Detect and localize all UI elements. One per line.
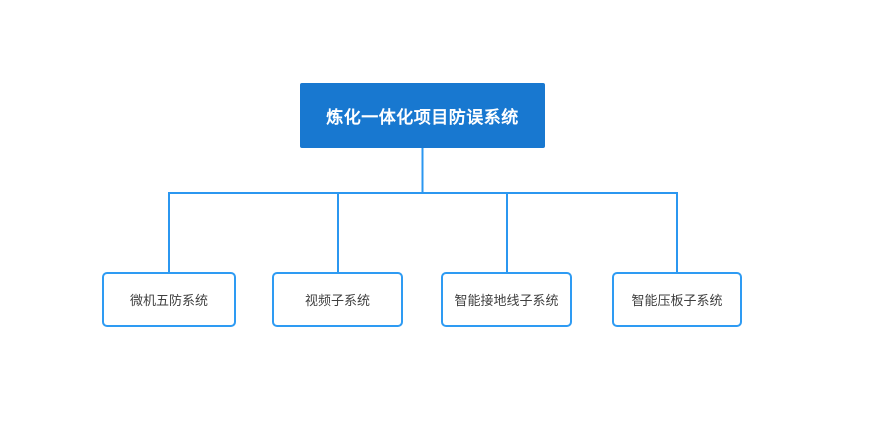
child-node-smart-grounding-wire-subsystem[interactable]: 智能接地线子系统 bbox=[441, 272, 572, 327]
child-node-label: 智能接地线子系统 bbox=[454, 293, 559, 308]
child-node-video-subsystem[interactable]: 视频子系统 bbox=[272, 272, 403, 327]
root-node-label: 炼化一体化项目防误系统 bbox=[326, 108, 519, 127]
child-node-smart-pressure-plate-subsystem[interactable]: 智能压板子系统 bbox=[612, 272, 742, 327]
root-node-error-prevention-system[interactable]: 炼化一体化项目防误系统 bbox=[300, 83, 545, 148]
child-node-label: 视频子系统 bbox=[304, 293, 370, 308]
child-node-microcomputer-five-prevention[interactable]: 微机五防系统 bbox=[102, 272, 236, 327]
child-node-label: 智能压板子系统 bbox=[631, 293, 723, 308]
child-node-label: 微机五防系统 bbox=[129, 293, 208, 308]
